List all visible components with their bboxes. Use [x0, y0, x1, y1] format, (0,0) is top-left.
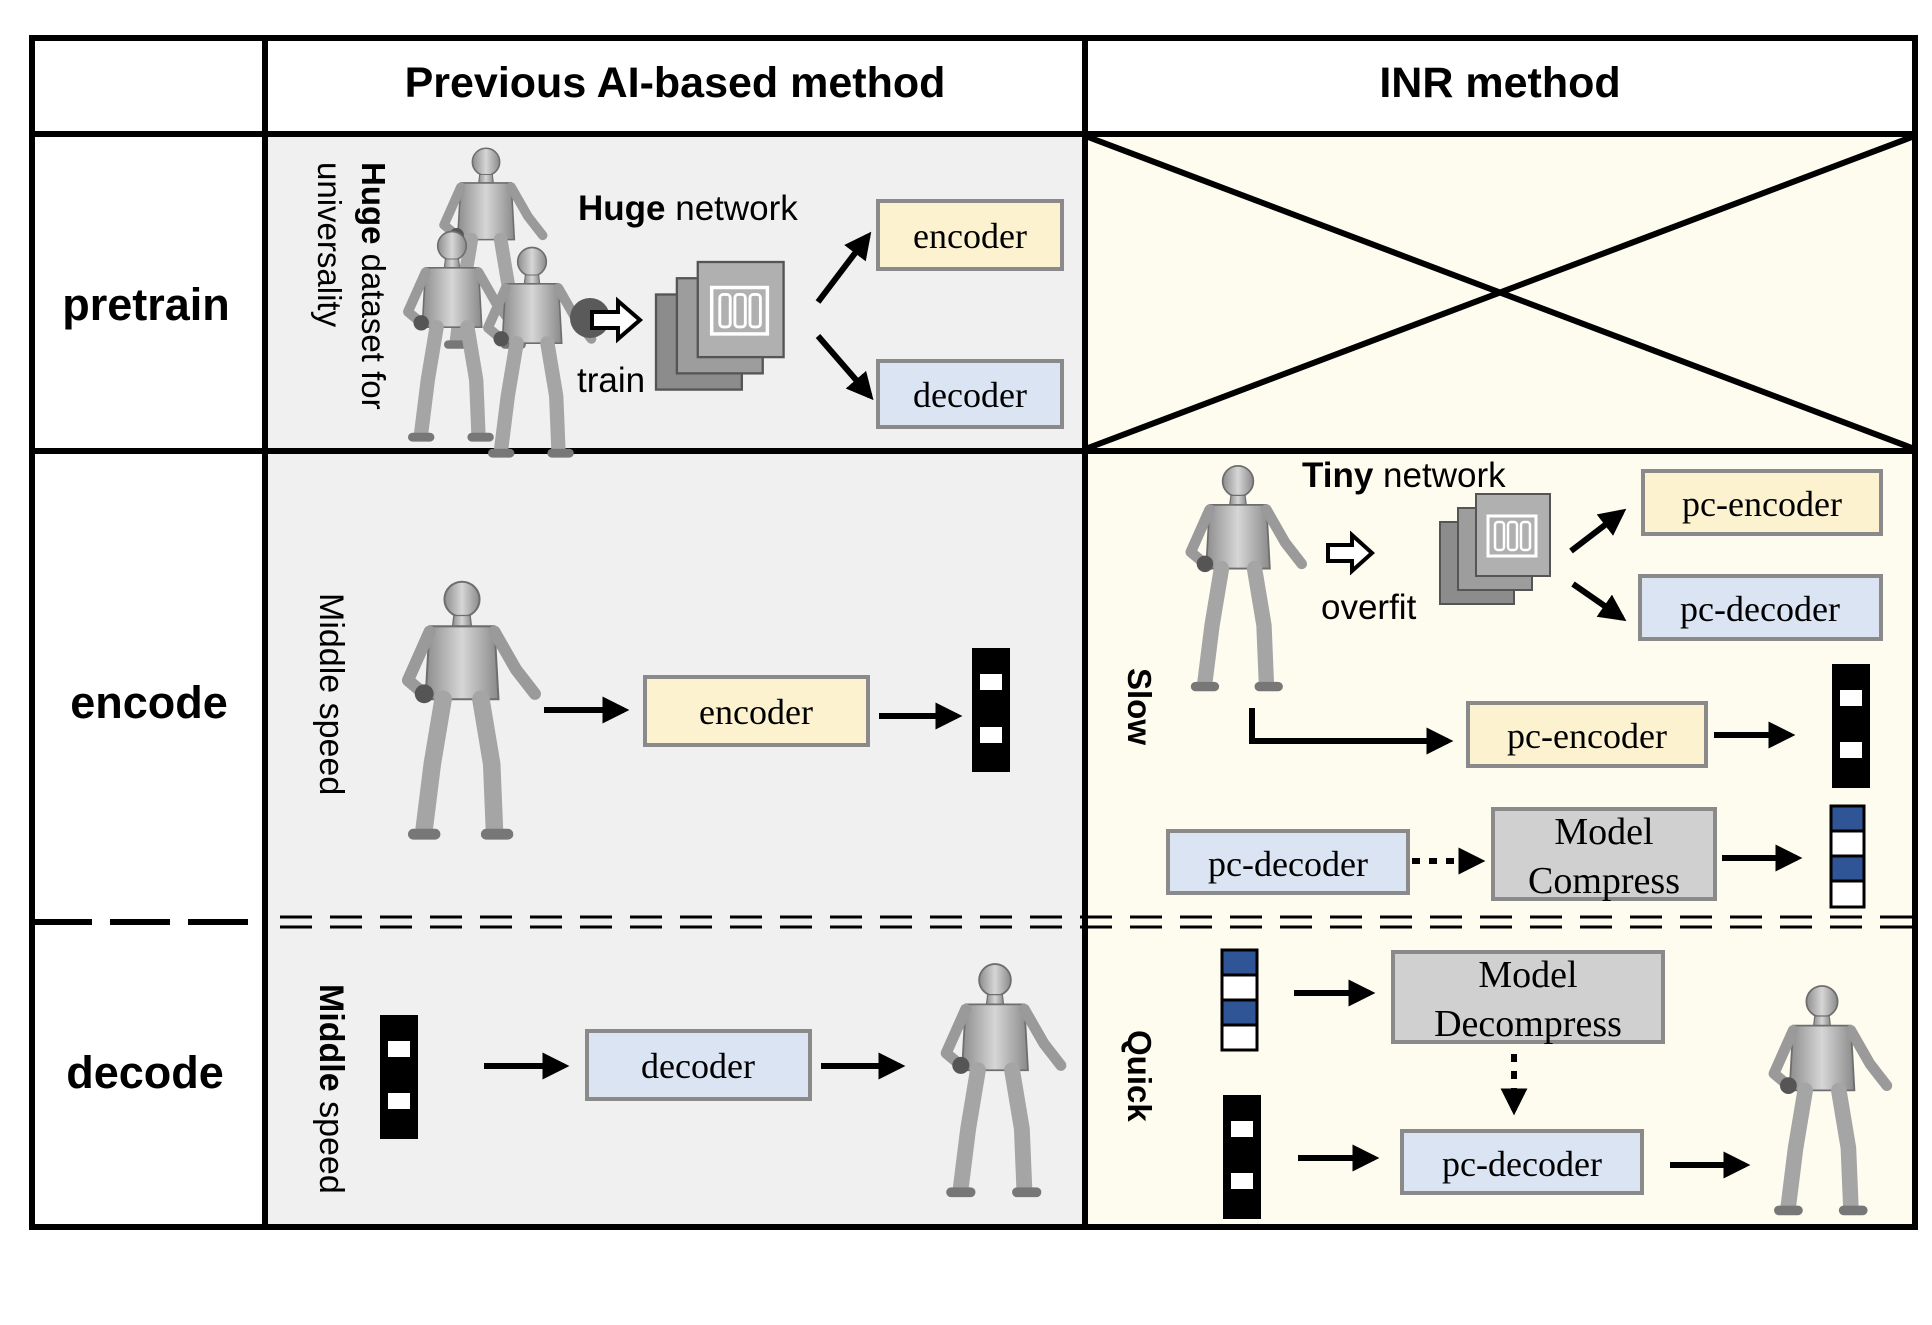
arrow-to-encoder	[815, 231, 872, 304]
encode-prev-encoder-box	[643, 675, 870, 747]
pretrain-encoder-box	[876, 199, 1064, 271]
dataset-caption-line2: universality	[311, 162, 348, 328]
model-decompress-box	[1391, 950, 1665, 1044]
encode-inr-pc-decoder-label-2: pc-decoder	[1208, 844, 1368, 884]
encode-inr-pc-decoder-box-2	[1166, 829, 1410, 895]
encode-prev-speed: Middle speed	[312, 593, 350, 795]
huge-network-label: Huge network	[578, 189, 798, 228]
tiny-network-label: Tiny network	[1302, 456, 1506, 495]
decode-inr-code-icon	[1223, 1095, 1261, 1219]
row-label-pretrain: pretrain	[62, 279, 230, 330]
encode-inr-hollow-arrow-icon	[1326, 530, 1375, 576]
encode-inr-pc-decoder-label: pc-decoder	[1680, 589, 1840, 629]
decode-inr-pc-decoder-label: pc-decoder	[1442, 1144, 1602, 1184]
decode-prev-decoder-box	[585, 1029, 812, 1101]
model-compress-line2: Compress	[1528, 860, 1680, 902]
pretrain-decoder-box	[876, 359, 1064, 429]
encode-inr-pc-decoder-box	[1638, 574, 1883, 641]
table-border	[29, 35, 1918, 1230]
decode-prev-speed: Middle speed	[312, 984, 350, 1194]
decode-inr-speed: Quick	[1121, 1030, 1158, 1122]
row-label-encode: encode	[70, 677, 228, 728]
decode-prev-decoder-label: decoder	[641, 1046, 755, 1086]
decode-inr-compressed-code-icon	[1220, 948, 1259, 1052]
encode-inr-pc-encoder-box-2	[1466, 701, 1708, 768]
hollow-arrow-icon	[590, 296, 644, 344]
model-compress-line1: Model	[1554, 811, 1653, 853]
encode-inr-pc-encoder-box	[1641, 469, 1883, 536]
encode-inr-speed: Slow	[1121, 668, 1158, 745]
model-compress-box	[1491, 807, 1717, 901]
train-label: train	[577, 361, 645, 400]
encode-inr-code-icon	[1832, 664, 1870, 788]
model-decompress-line2: Decompress	[1434, 1003, 1622, 1045]
header-previous-method: Previous AI-based method	[405, 59, 946, 107]
encode-inr-arrow-to-pc-encoder	[1569, 508, 1627, 554]
dataset-caption-line1: Huge dataset for	[355, 162, 392, 410]
encode-inr-pc-encoder-label-2: pc-encoder	[1507, 716, 1667, 756]
encode-prev-code-icon	[972, 648, 1010, 772]
decode-inr-pc-decoder-box	[1400, 1129, 1644, 1195]
pretrain-encoder-label: encoder	[913, 216, 1027, 256]
row-label-decode: decode	[66, 1047, 224, 1098]
encode-inr-arrow-to-pc-decoder	[1571, 581, 1627, 622]
overfit-label: overfit	[1321, 588, 1417, 627]
encode-inr-compressed-code-icon	[1829, 804, 1866, 909]
encode-inr-pc-encoder-label: pc-encoder	[1682, 484, 1842, 524]
decode-prev-code-icon	[380, 1015, 418, 1139]
inr-pretrain-cross-b	[1086, 134, 1914, 451]
encode-inr-elbow-arrow	[1249, 708, 1454, 755]
header-inr-method: INR method	[1379, 59, 1620, 107]
model-decompress-line1: Model	[1478, 954, 1577, 996]
pretrain-decoder-label: decoder	[913, 375, 1027, 415]
encode-prev-encoder-label: encoder	[699, 692, 813, 732]
arrow-to-decoder	[815, 334, 874, 401]
